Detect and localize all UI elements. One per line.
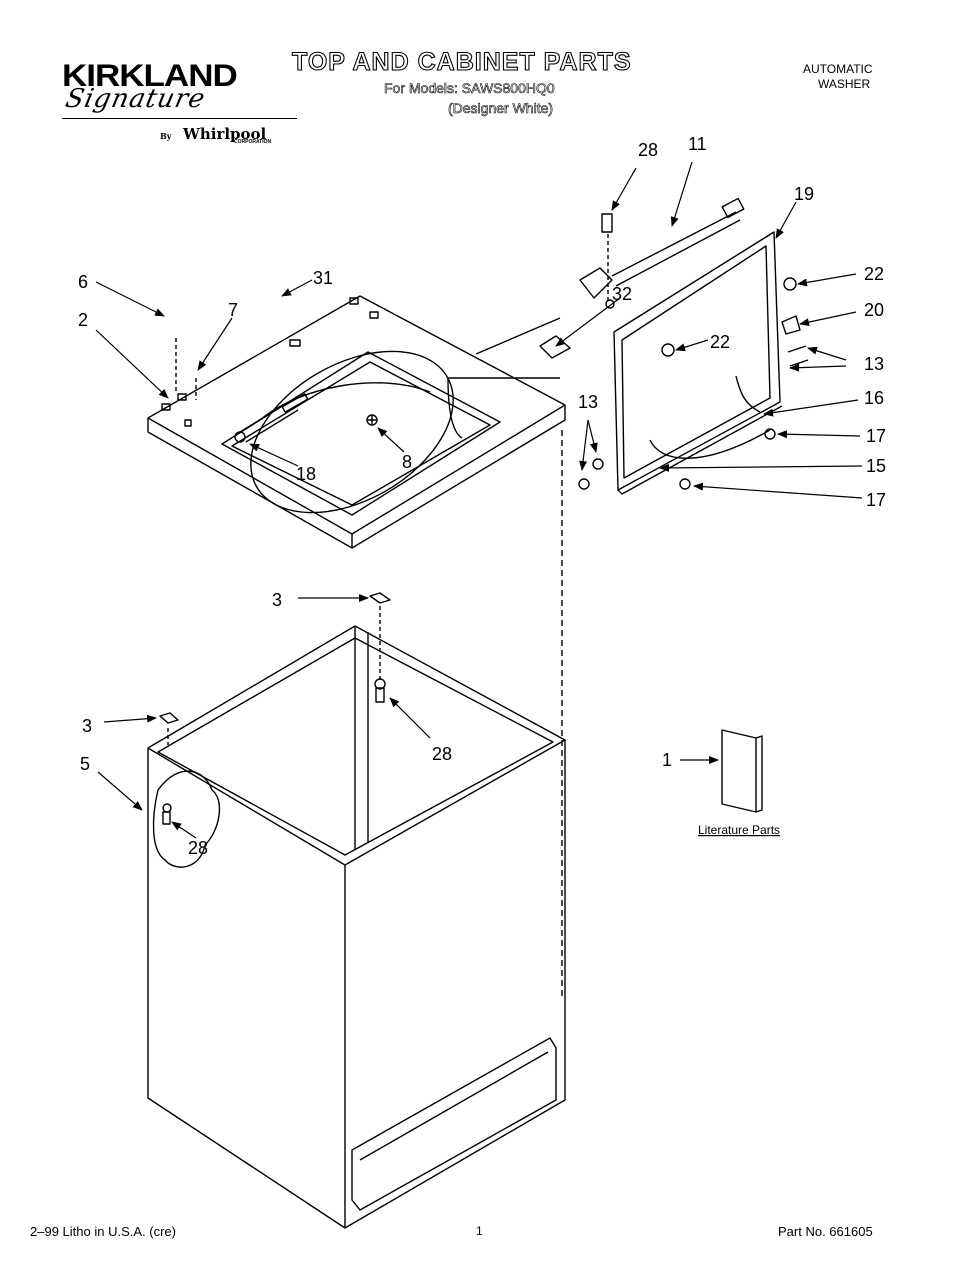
manufacturer-logo-sub: CORPORATION xyxy=(234,139,272,145)
callout-7: 7 xyxy=(228,300,238,320)
washer-top-panel xyxy=(147,295,566,549)
footer-page-number: 1 xyxy=(476,1224,483,1238)
callout-20: 20 xyxy=(864,300,884,320)
callout-28-cutaway: 28 xyxy=(188,838,208,858)
logo-by-label: By xyxy=(160,131,172,141)
callout-arrows xyxy=(95,161,863,839)
callout-11: 11 xyxy=(688,134,707,154)
washer-cabinet xyxy=(147,592,566,1229)
callout-16: 16 xyxy=(864,388,884,408)
callout-3-lower: 3 xyxy=(82,716,92,736)
callout-5: 5 xyxy=(80,754,90,774)
console-panel xyxy=(475,231,809,495)
product-type-line2: WASHER xyxy=(818,77,871,91)
callout-15: 15 xyxy=(866,456,886,476)
callout-6: 6 xyxy=(78,272,88,292)
page-title: TOP AND CABINET PARTS xyxy=(291,47,632,76)
callout-8: 8 xyxy=(402,452,412,472)
models-line: For Models: SAWS800HQ0 xyxy=(384,80,555,97)
callout-18: 18 xyxy=(296,464,316,484)
callout-31: 31 xyxy=(313,268,333,288)
brand-logo-wordmark: KIRKLAND xyxy=(62,58,238,94)
literature-parts-label: Literature Parts xyxy=(698,823,780,837)
callout-28-top: 28 xyxy=(638,140,658,160)
callout-28-cabinet: 28 xyxy=(432,744,452,764)
callout-2: 2 xyxy=(78,310,88,330)
footer-print-info: 2–99 Litho in U.S.A. (cre) xyxy=(30,1224,176,1239)
callout-13-right: 13 xyxy=(864,354,884,374)
product-type-line1: AUTOMATIC xyxy=(803,62,873,76)
callout-1: 1 xyxy=(662,750,672,770)
callout-17-upper: 17 xyxy=(866,426,886,446)
wire-harness xyxy=(539,197,745,359)
variant-line: (Designer White) xyxy=(448,100,554,117)
literature-manual xyxy=(721,729,763,813)
footer-part-number: Part No. 661605 xyxy=(778,1224,873,1239)
logo-divider xyxy=(62,118,297,119)
callout-32: 32 xyxy=(612,284,632,304)
callout-3-upper: 3 xyxy=(272,590,282,610)
callout-22-right: 22 xyxy=(864,264,884,284)
callout-22-left: 22 xyxy=(710,332,730,352)
manufacturer-logo: Whirlpool xyxy=(183,125,267,143)
callout-19: 19 xyxy=(794,184,814,204)
callout-13-left: 13 xyxy=(578,392,598,412)
callout-17-lower: 17 xyxy=(866,490,886,510)
